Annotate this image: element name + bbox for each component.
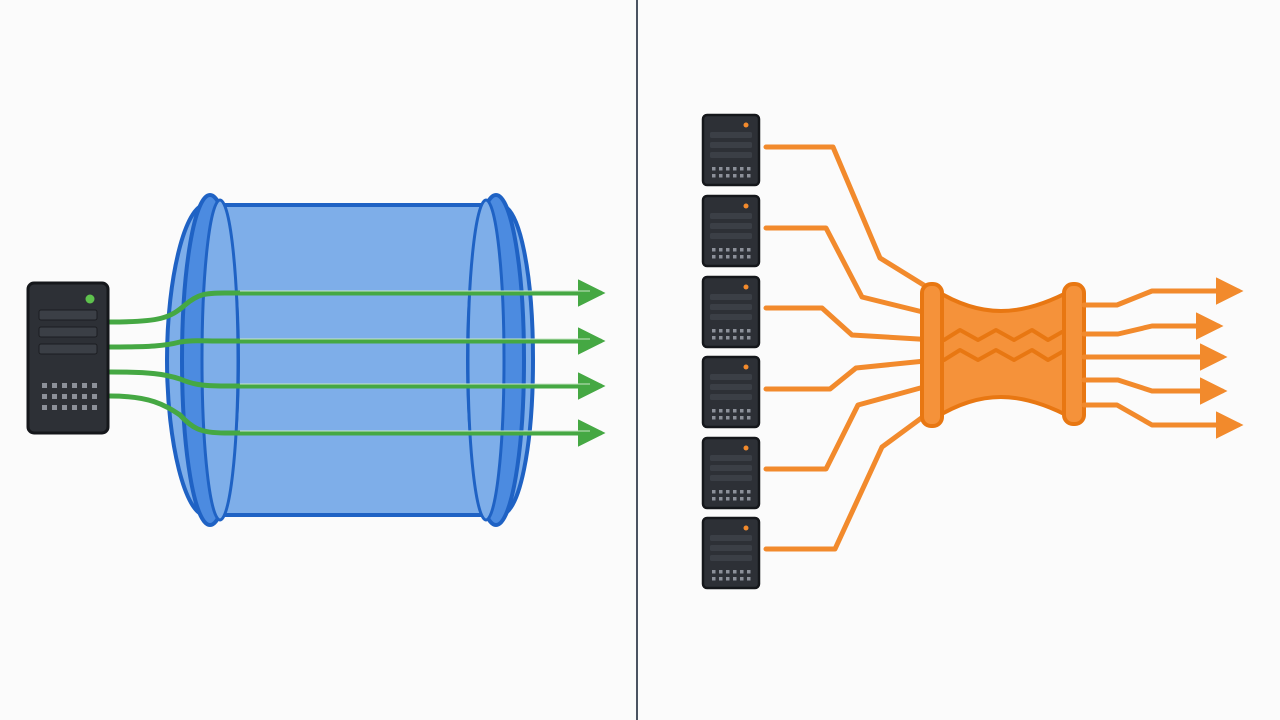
server-slot	[38, 343, 98, 355]
pipe-right-rim-inner	[466, 198, 506, 522]
server-icon	[701, 275, 761, 349]
server-body	[701, 275, 761, 349]
server-slot	[710, 475, 752, 481]
orange-input-2	[763, 225, 938, 318]
server-body	[701, 355, 761, 429]
server-vent	[712, 167, 751, 178]
server-icon	[26, 281, 110, 435]
server-led	[743, 122, 749, 128]
bottleneck-left-ring	[920, 282, 944, 428]
server-led	[85, 294, 95, 304]
server-vent	[712, 409, 751, 420]
server-slot	[38, 309, 98, 321]
server-body	[701, 516, 761, 590]
server-vent	[42, 383, 97, 410]
wide-pipe-icon	[164, 193, 536, 527]
server-vent	[712, 570, 751, 581]
server-slot	[710, 142, 752, 148]
server-icon	[701, 113, 761, 187]
orange-input-5	[763, 381, 938, 472]
server-slot	[710, 233, 752, 239]
server-icon	[701, 436, 761, 510]
server-slot	[710, 455, 752, 461]
server-led	[743, 284, 749, 290]
orange-input-4	[763, 357, 938, 392]
green-streams	[107, 279, 606, 447]
server-slot	[710, 223, 752, 229]
bottleneck-zigzags	[942, 328, 1064, 362]
orange-input-6	[763, 405, 938, 552]
orange-output-2	[1081, 312, 1224, 340]
server-led	[743, 364, 749, 370]
server-body	[701, 194, 761, 268]
server-slot	[710, 132, 752, 138]
orange-output-4	[1081, 377, 1228, 405]
server-vent	[712, 248, 751, 259]
server-slot	[710, 545, 752, 551]
pipe-left-rim-inner	[200, 198, 240, 522]
server-led	[743, 525, 749, 531]
server-slot	[710, 535, 752, 541]
server-slot	[710, 555, 752, 561]
green-stream-highlights	[240, 290, 590, 432]
server-body	[701, 113, 761, 187]
bottleneck-right-ring	[1062, 282, 1086, 426]
server-vent	[712, 490, 751, 501]
server-led	[743, 203, 749, 209]
orange-output-streams	[1081, 277, 1244, 439]
server-slot	[710, 213, 752, 219]
server-slot	[710, 314, 752, 320]
orange-output-1	[1081, 277, 1244, 308]
server-column	[701, 113, 761, 590]
server-slot	[710, 294, 752, 300]
server-slot	[710, 384, 752, 390]
server-vent	[712, 329, 751, 340]
server-body	[701, 436, 761, 510]
green-stream-1	[107, 279, 606, 325]
server-body	[26, 281, 110, 435]
server-slot	[710, 374, 752, 380]
orange-input-streams	[763, 144, 938, 552]
green-stream-2	[107, 327, 606, 355]
server-icon	[701, 355, 761, 429]
server-slot	[38, 326, 98, 338]
narrow-bottleneck-icon	[920, 282, 1086, 428]
server-icon	[701, 516, 761, 590]
left-panel	[26, 193, 606, 527]
orange-input-3	[763, 305, 938, 343]
green-stream-4	[107, 393, 606, 447]
server-slot	[710, 152, 752, 158]
orange-input-1	[763, 144, 938, 295]
server-slot	[710, 304, 752, 310]
green-stream-3	[107, 369, 606, 400]
orange-output-5	[1081, 402, 1244, 439]
right-panel	[701, 113, 1244, 590]
server-led	[743, 445, 749, 451]
server-slot	[710, 465, 752, 471]
server-icon	[701, 194, 761, 268]
server-slot	[710, 394, 752, 400]
